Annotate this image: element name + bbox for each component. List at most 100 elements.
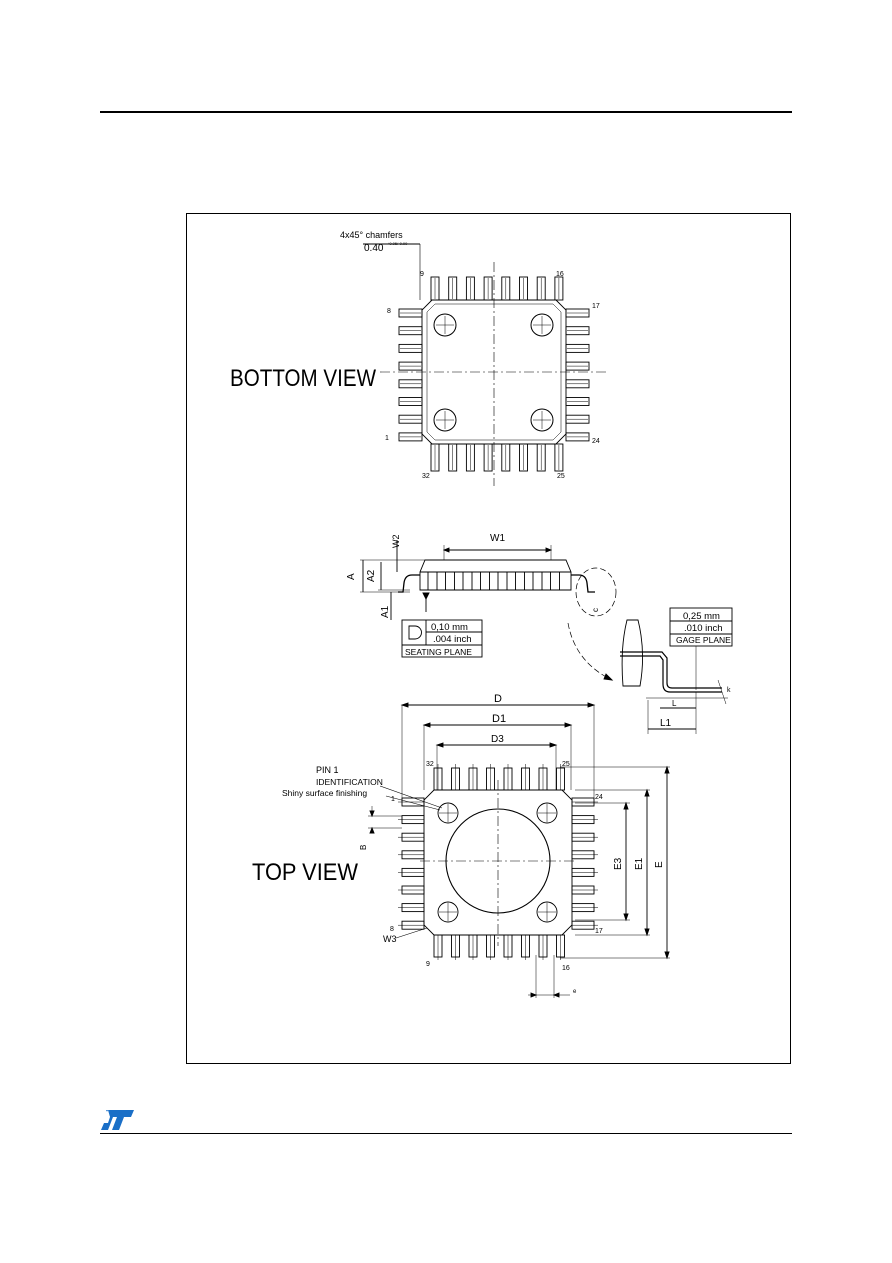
bottom-pin	[398, 308, 423, 318]
gage-plane-label: GAGE PLANE	[676, 635, 731, 645]
side-pin	[462, 571, 473, 591]
top-view-pins-vertical	[398, 797, 598, 930]
bv-pin-32: 32	[422, 473, 430, 480]
tv-pin-17: 17	[595, 928, 603, 935]
pin1-label: PIN 1	[316, 765, 339, 775]
tv-pin-24: 24	[595, 794, 603, 801]
gage-inch: .010 inch	[684, 623, 723, 634]
bottom-pin	[430, 443, 440, 472]
bottom-pin	[536, 443, 546, 472]
gage-plane-box	[669, 607, 733, 647]
label-A2: A2	[366, 569, 377, 582]
side-pin	[427, 571, 438, 591]
label-B: B	[359, 845, 368, 850]
bottom-view-pins-vertical	[398, 308, 590, 442]
bv-pin-25: 25	[557, 473, 565, 480]
side-pin	[480, 571, 490, 591]
label-E3: E3	[613, 857, 624, 870]
tv-pin-1: 1	[391, 796, 395, 803]
bottom-pin	[398, 343, 423, 353]
bottom-pin	[448, 276, 458, 301]
label-W3: W3	[383, 934, 397, 944]
chamfer-note-2: 0.40	[364, 243, 384, 254]
label-L: L	[672, 699, 677, 708]
st-logo	[101, 1110, 134, 1130]
bottom-hole-tl	[433, 313, 457, 337]
bv-pin-1: 1	[385, 435, 389, 442]
tv-pin-32: 32	[426, 761, 434, 768]
label-D: D	[494, 693, 502, 705]
bottom-pin	[398, 414, 423, 424]
bottom-pin	[483, 276, 493, 301]
label-A: A	[346, 573, 357, 580]
tv-pin-25: 25	[562, 761, 570, 768]
label-D3: D3	[491, 734, 504, 745]
bottom-pin	[565, 379, 590, 389]
bottom-pin	[536, 276, 546, 301]
bottom-pin	[465, 276, 475, 301]
bv-pin-8: 8	[387, 308, 391, 315]
bottom-pin	[430, 276, 440, 301]
package-drawing-frame	[186, 213, 791, 1064]
bottom-pin	[565, 414, 590, 424]
seating-plane-label: SEATING PLANE	[405, 647, 472, 657]
pin1-finish: Shiny surface finishing	[282, 788, 367, 798]
tv-pin-8: 8	[390, 926, 394, 933]
bottom-hole-tr	[530, 313, 554, 337]
bottom-hole-br	[530, 408, 554, 432]
side-pin	[497, 571, 508, 591]
bottom-pin	[554, 276, 564, 301]
bv-pin-16: 16	[556, 271, 564, 278]
bottom-pin	[483, 443, 493, 472]
label-D1: D1	[492, 713, 506, 725]
footer-rule	[100, 1133, 792, 1134]
seating-symbol: D	[407, 636, 408, 638]
chamfer-tolerance: +0.05/-0.00	[387, 241, 408, 246]
bottom-view-pins-horizontal	[430, 276, 564, 472]
seating-mm: 0,10 mm	[431, 622, 468, 633]
bottom-pin	[398, 379, 423, 389]
side-view: W1 A A2 W2 A1 c D 0,10 mm .004 inch SEAT…	[346, 533, 733, 734]
top-hole-bl	[437, 901, 459, 923]
side-view-pins	[427, 571, 560, 591]
top-view: D D1 D3 E E1 E3	[252, 693, 670, 998]
top-hole-br	[536, 901, 558, 923]
seating-inch: .004 inch	[433, 634, 472, 645]
tv-pin-9: 9	[426, 961, 430, 968]
bottom-pin	[501, 443, 511, 472]
side-pin	[515, 571, 525, 591]
label-e: e	[573, 989, 577, 995]
label-A1: A1	[380, 605, 391, 618]
bottom-view: 4x45° chamfers 0.40 +0.05/-0.00 BOTTOM V…	[230, 230, 606, 486]
bottom-pin	[565, 361, 590, 371]
seating-plane-box	[401, 619, 483, 658]
label-E: E	[654, 861, 665, 868]
bottom-pin	[565, 343, 590, 353]
label-c: c	[591, 608, 600, 612]
chamfer-note-1: 4x45° chamfers	[340, 230, 403, 240]
bottom-pin	[448, 443, 458, 472]
side-pin	[532, 571, 543, 591]
bottom-view-title: BOTTOM VIEW	[230, 365, 376, 392]
top-hole-tr	[536, 802, 558, 824]
bottom-pin	[398, 326, 423, 336]
bottom-pin	[398, 397, 423, 406]
label-k: k	[727, 687, 731, 694]
bottom-pin	[501, 276, 511, 301]
bottom-pin	[398, 432, 423, 442]
tv-pin-16: 16	[562, 965, 570, 972]
label-W1: W1	[490, 533, 505, 544]
header-rule	[100, 111, 792, 113]
bottom-pin	[565, 397, 590, 406]
bottom-pin	[554, 443, 564, 472]
pin1-identification: IDENTIFICATION	[316, 777, 383, 787]
bottom-pin	[565, 308, 590, 318]
bottom-pin	[565, 432, 590, 442]
side-pin	[445, 571, 455, 591]
bottom-pin	[565, 326, 590, 336]
side-body	[419, 559, 572, 591]
bv-pin-24: 24	[592, 438, 600, 445]
bottom-pin	[398, 361, 423, 371]
bottom-pin	[465, 443, 475, 472]
